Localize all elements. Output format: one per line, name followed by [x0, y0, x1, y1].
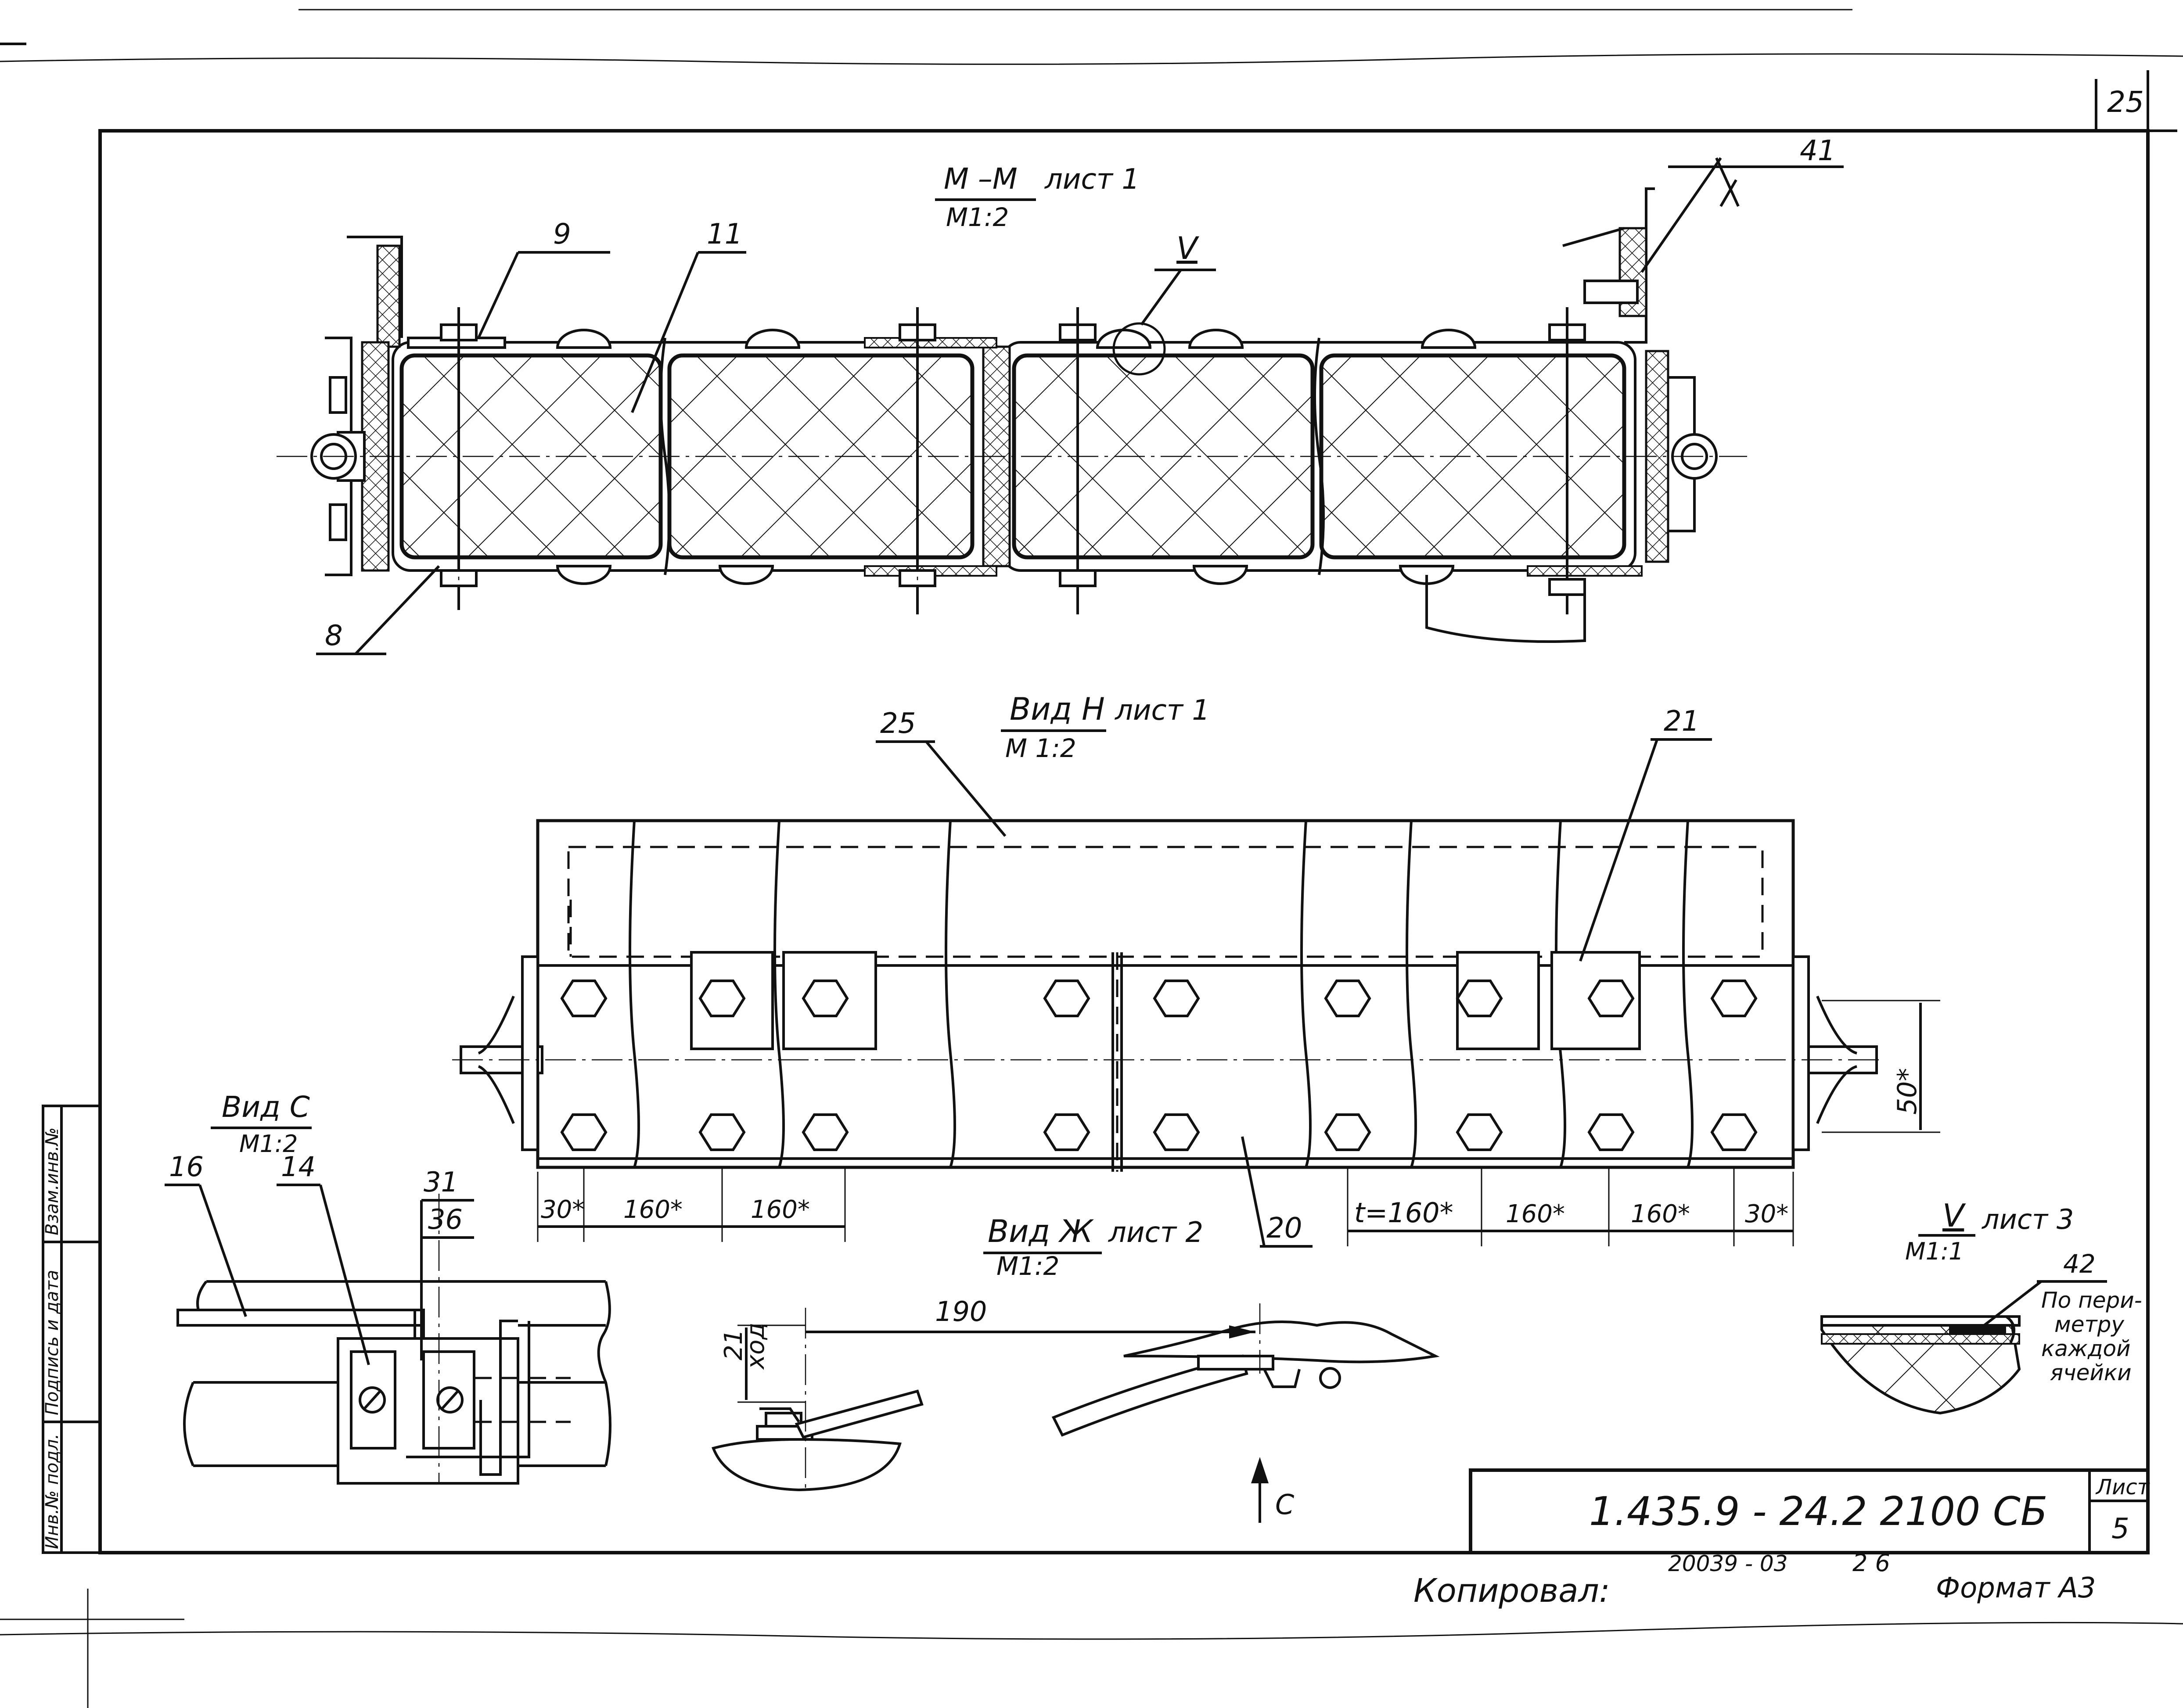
- view-zh: Вид Ж лист 2 М1:2 190 21 ход С: [711, 1213, 1440, 1523]
- callout-8: 8: [325, 620, 343, 652]
- dim-50: 50*: [1892, 1068, 1923, 1115]
- note-42-line2: метру: [2054, 1312, 2125, 1337]
- callout-9: 9: [553, 218, 571, 251]
- footer-order: 20039 - 03: [1668, 1551, 1788, 1576]
- view-n-sheet-ref: лист 1: [1114, 694, 1210, 727]
- callout-v: V: [1176, 230, 1199, 266]
- drawing-frame: [98, 129, 2150, 1554]
- callout-14: 14: [281, 1151, 316, 1183]
- callout-11: 11: [707, 218, 742, 251]
- title-block: 1.435.9 - 24.2 2100 СБ Лист 5: [1469, 1468, 2151, 1554]
- detail-v: V лист 3 М1:1 42 По пери- метру каждой я…: [1820, 1197, 2142, 1415]
- section-mm: М –М лист 1 М1:2: [277, 135, 1844, 655]
- stamp-signature-date: Подпись и дата: [42, 1270, 62, 1415]
- sheet-label: Лист: [2095, 1475, 2151, 1500]
- dim-190: 190: [935, 1295, 987, 1328]
- dim-stroke-label: ход: [741, 1323, 770, 1370]
- footer-number: 2 6: [1852, 1549, 1890, 1577]
- dim-160-b: 160*: [751, 1195, 810, 1224]
- callout-36: 36: [428, 1203, 463, 1235]
- view-zh-sheet-ref: лист 2: [1108, 1216, 1203, 1249]
- corner-sheet-number: 25: [2107, 85, 2144, 119]
- stamp-replace-inv: Взам.инв.№: [42, 1127, 62, 1235]
- section-mm-title: М –М: [944, 162, 1018, 196]
- section-mm-scale: М1:2: [946, 202, 1009, 232]
- view-c-title: Вид С: [222, 1090, 310, 1124]
- footer-format: Формат А3: [1936, 1572, 2096, 1604]
- detail-v-title: V: [1942, 1197, 1966, 1234]
- view-zh-scale: М1:2: [996, 1251, 1059, 1281]
- callout-25: 25: [880, 707, 916, 740]
- callout-41: 41: [1800, 135, 1835, 167]
- dim-160-a: 160*: [623, 1195, 683, 1224]
- drawing-code: 1.435.9 - 24.2 2100 СБ: [1589, 1489, 2047, 1535]
- dim-30-left: 30*: [541, 1195, 584, 1224]
- view-c: Вид С М1:2 16 14 31 36: [165, 1090, 611, 1485]
- view-n-title: Вид Н: [1010, 691, 1105, 727]
- dim-t160: t=160*: [1354, 1197, 1453, 1229]
- callout-20: 20: [1266, 1212, 1302, 1245]
- arrow-c-label: С: [1275, 1489, 1295, 1521]
- dim-160-d: 160*: [1631, 1200, 1690, 1228]
- note-42-line3: каждой: [2041, 1336, 2131, 1361]
- callout-16: 16: [169, 1151, 204, 1183]
- callout-31: 31: [424, 1166, 458, 1198]
- view-n: Вид Н лист 1 М 1:2: [452, 691, 1940, 1248]
- detail-v-sheet-ref: лист 3: [1982, 1203, 2074, 1235]
- dim-160-c: 160*: [1506, 1200, 1565, 1228]
- detail-v-scale: М1:1: [1905, 1238, 1964, 1265]
- note-42-line1: По пери-: [2041, 1288, 2142, 1313]
- dim-21: 21: [719, 1329, 748, 1360]
- footer-copied: Копировал:: [1413, 1572, 1610, 1610]
- callout-42: 42: [2063, 1249, 2096, 1279]
- sheet-number: 5: [2111, 1513, 2129, 1545]
- view-n-scale: М 1:2: [1005, 733, 1076, 763]
- view-zh-title: Вид Ж: [988, 1213, 1094, 1249]
- stamp-inv-no: Инв.№ подл.: [42, 1434, 62, 1549]
- note-42-line4: ячейки: [2050, 1360, 2132, 1385]
- view-c-scale: М1:2: [239, 1130, 298, 1158]
- side-stamp: Инв.№ подл. Подпись и дата Взам.инв.№: [42, 1105, 101, 1554]
- dim-30-right: 30*: [1745, 1200, 1788, 1228]
- callout-21: 21: [1664, 705, 1699, 738]
- section-mm-sheet-ref: лист 1: [1044, 163, 1140, 196]
